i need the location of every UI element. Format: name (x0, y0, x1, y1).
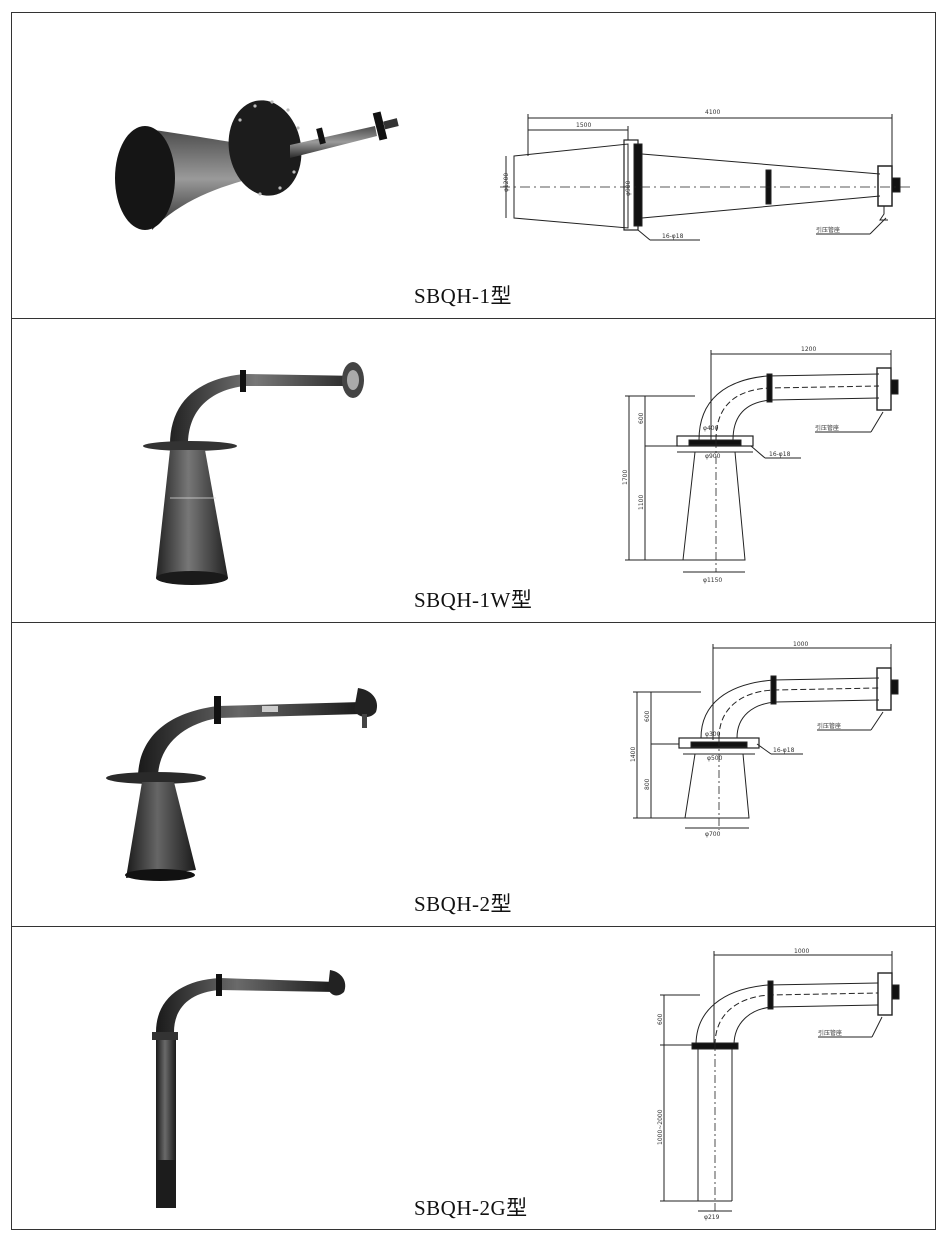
dim-length-part: 1500 (576, 122, 591, 129)
dim-height-lower: 800 (644, 778, 651, 790)
dim-height-upper: 600 (644, 710, 651, 722)
dim-dia-pipe: φ219 (704, 1214, 720, 1221)
panel-divider (11, 926, 936, 927)
flange-hole-label: 16-φ18 (769, 451, 791, 458)
flange-hole-label: 16-φ18 (662, 233, 684, 240)
product-photo-sbqh-1w (143, 362, 364, 585)
dim-dia-small: φ400 (703, 425, 719, 432)
dim-dia-bottom: φ700 (705, 831, 721, 838)
dim-height-lower: 1100 (638, 495, 645, 510)
model-caption: SBQH-2G型 (414, 1196, 528, 1220)
dim-width: 1000 (793, 641, 808, 648)
technical-drawing-sbqh-1w: 1200 φ400 φ900 φ1150 1700 600 1100 16-φ1… (622, 346, 899, 584)
dim-width: 1000 (794, 948, 809, 955)
product-photo-sbqh-1 (115, 100, 399, 230)
dim-height-total: 1400 (630, 747, 637, 762)
panel-divider (11, 318, 936, 319)
dim-dia-large: φ1200 (503, 173, 510, 192)
technical-drawing-sbqh-1: 4100 1500 φ1200 φ900 16-φ18 引压管座 (500, 109, 910, 241)
dim-height-lower: 1000~2000 (657, 1109, 664, 1145)
model-caption: SBQH-1型 (414, 284, 513, 308)
product-photo-sbqh-2 (106, 688, 378, 881)
dim-width: 1200 (801, 346, 816, 353)
dim-length-total: 4100 (705, 109, 720, 116)
page-frame (11, 12, 936, 1230)
technical-drawing-sbqh-2g: 1000 600 1000~2000 φ219 引压管座 (657, 948, 900, 1221)
model-caption: SBQH-1W型 (414, 588, 533, 612)
dim-height-upper: 600 (657, 1013, 664, 1025)
leader-label: 引压管座 (815, 424, 839, 432)
dim-dia-small: φ300 (705, 731, 721, 738)
leader-label: 引压管座 (817, 722, 841, 730)
leader-label: 引压管座 (816, 226, 840, 234)
panel-divider (11, 622, 936, 623)
product-photo-sbqh-2g (152, 970, 346, 1208)
model-caption: SBQH-2型 (414, 892, 513, 916)
dim-dia-flange: φ900 (705, 453, 721, 460)
dim-height-total: 1700 (622, 470, 629, 485)
dim-dia-bottom: φ1150 (703, 577, 722, 584)
dim-dia-flange: φ900 (625, 180, 632, 196)
leader-label: 引压管座 (818, 1029, 842, 1037)
dim-dia-flange: φ500 (707, 755, 723, 762)
technical-drawing-sbqh-2: 1000 φ300 φ500 φ700 1400 600 800 16-φ18 … (630, 641, 899, 838)
dim-height-upper: 600 (638, 412, 645, 424)
flange-hole-label: 16-φ18 (773, 747, 795, 754)
